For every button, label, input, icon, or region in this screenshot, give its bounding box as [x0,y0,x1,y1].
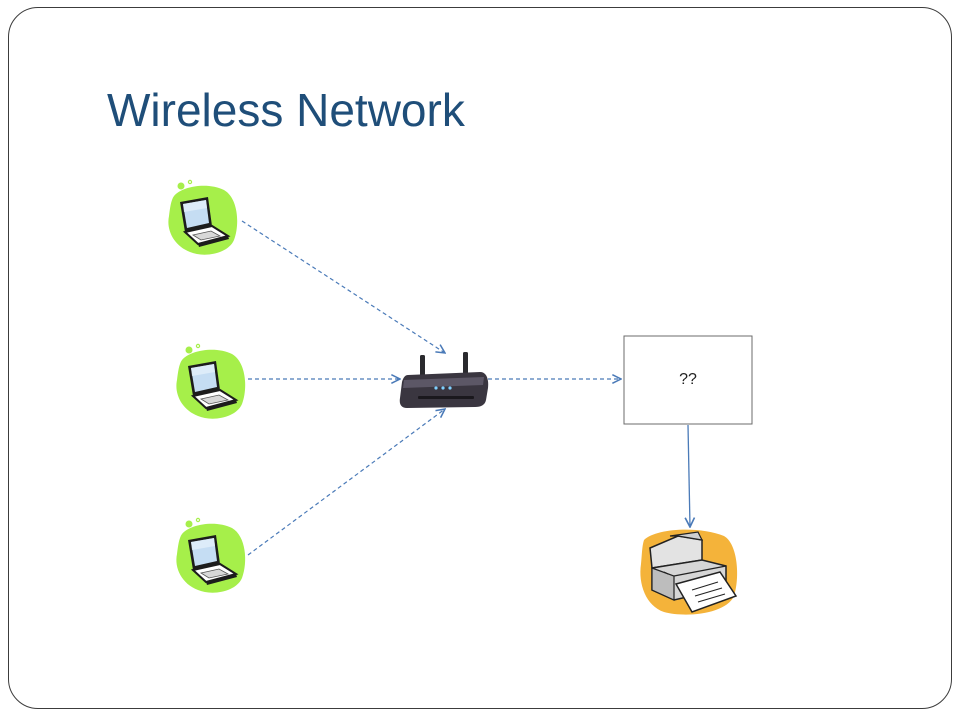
slide-title: Wireless Network [107,84,465,136]
unknown-device-box [623,335,753,425]
laptop-icon [167,178,239,256]
laptop-icon [175,516,247,594]
link-laptop1-router [241,220,445,353]
unknown-device-label: ?? [679,371,697,388]
link-laptop3-router [247,409,445,556]
slide-frame [8,7,952,709]
printer-icon [640,529,738,615]
laptop-icon [175,342,247,420]
link-unknown-printer [688,424,690,527]
connections [241,220,690,556]
wireless-router-icon [399,352,489,408]
